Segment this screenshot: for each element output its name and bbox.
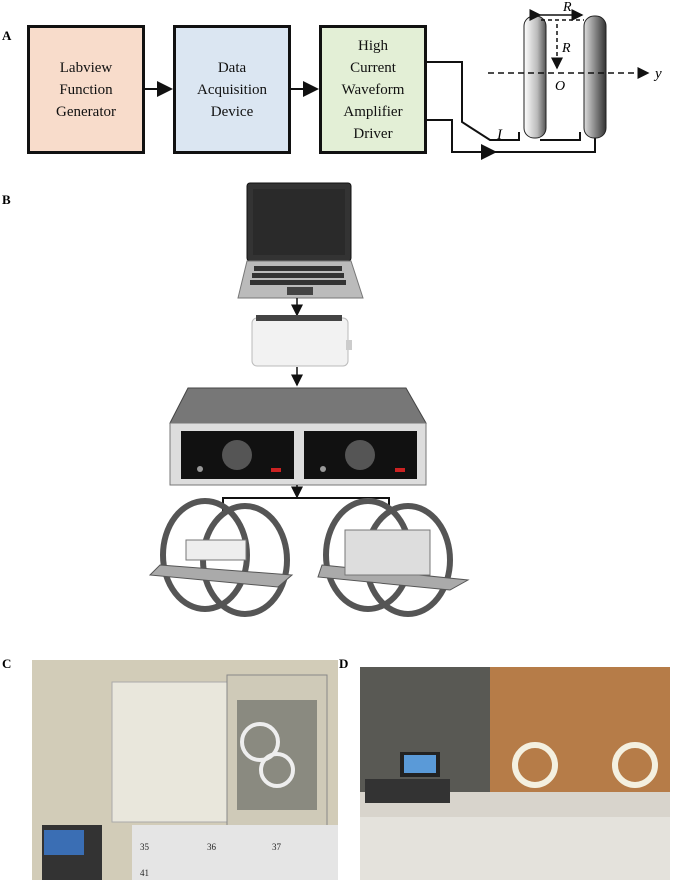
wire-return [495, 138, 596, 153]
wire-upper [427, 61, 520, 141]
labview-function-generator-label: Labview Function Generator [56, 59, 116, 120]
panel-label-c: C [2, 656, 12, 671]
wire-connector [540, 132, 581, 141]
data-acquisition-device-label: Data Acquisition Device [197, 59, 267, 120]
wire-lower [427, 119, 497, 160]
panel-label-a: A [2, 28, 12, 43]
system-illustration [148, 182, 470, 617]
laptop-icon [237, 182, 364, 299]
radius-top-label: R [562, 0, 572, 15]
cabinet-setup-photo [360, 667, 670, 880]
amplifier-driver-label: High Current Waveform Amplifier Driver [341, 37, 405, 142]
incubator-setup-photo: 35 36 37 41 [32, 660, 338, 880]
coil-left [523, 15, 547, 139]
labview-function-generator-box: Labview Function Generator [27, 25, 145, 154]
panel-label-b: B [2, 192, 11, 207]
coil-right [583, 15, 607, 139]
amplifier-icon [169, 387, 427, 486]
drawer-label-37: 37 [272, 842, 281, 852]
panel-label-d: D [339, 656, 349, 671]
drawer-label-41: 41 [140, 868, 149, 878]
amplifier-driver-box: High Current Waveform Amplifier Driver [319, 25, 427, 154]
axis-y-label: y [653, 66, 662, 82]
data-acquisition-device-box: Data Acquisition Device [173, 25, 291, 154]
daq-device-icon [251, 315, 352, 367]
coil-set-left [148, 498, 294, 617]
drawer-label-35: 35 [140, 842, 149, 852]
current-label: I [496, 127, 503, 143]
coil-set-right [317, 498, 470, 617]
drawer-label-36: 36 [207, 842, 216, 852]
origin-label: O [555, 79, 565, 94]
radius-side-label: R [561, 41, 571, 56]
schematic-connections: I R R O y [145, 0, 662, 160]
